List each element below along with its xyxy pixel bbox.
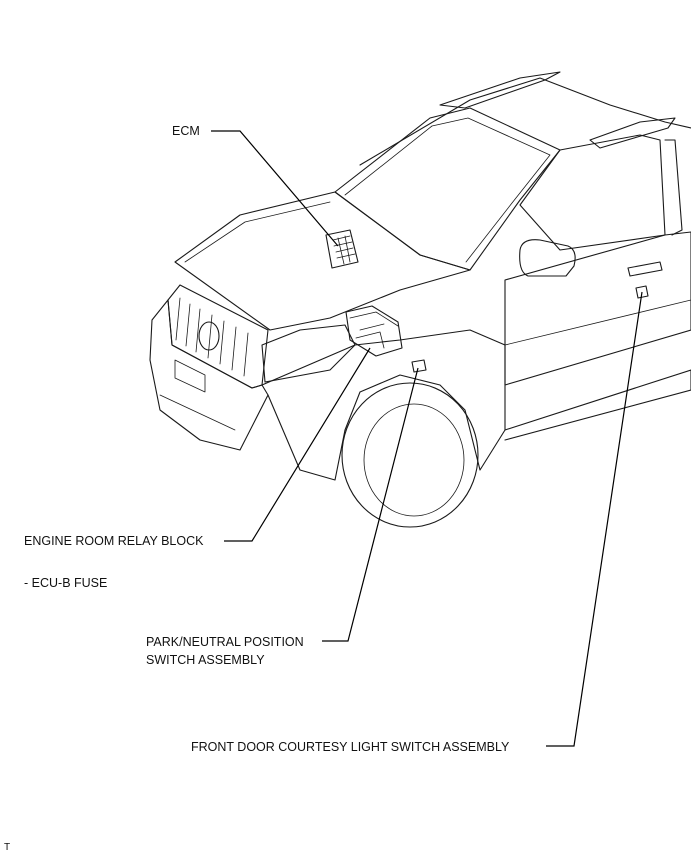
ecm-icon	[325, 229, 359, 269]
grille-outline	[167, 284, 269, 389]
side-window	[519, 134, 666, 251]
front-door-courtesy-label: FRONT DOOR COURTESY LIGHT SWITCH ASSEMBL…	[191, 740, 510, 754]
headlight	[261, 324, 356, 383]
door-panel	[504, 231, 691, 386]
park-neutral-label-line1: PARK/NEUTRAL POSITION	[146, 635, 304, 649]
ecm-label: ECM	[172, 124, 200, 138]
courtesy-switch-icon	[635, 285, 649, 299]
park-neutral-switch-icon	[411, 359, 427, 373]
ecm-leader	[211, 130, 339, 247]
front-fender	[261, 329, 506, 481]
corner-mark: T	[4, 842, 11, 853]
park-leader	[322, 367, 419, 642]
ecu-b-fuse-label: - ECU-B FUSE	[24, 576, 108, 590]
side-mirror	[519, 239, 576, 277]
roof-rail-left	[439, 71, 561, 109]
park-neutral-label-line2: SWITCH ASSEMBLY	[146, 653, 265, 667]
courtesy-leader	[546, 291, 643, 747]
windshield	[334, 107, 561, 271]
roof-rail-right	[589, 117, 676, 149]
door-handle	[627, 261, 663, 277]
relay-block-icon	[345, 305, 403, 357]
hood	[174, 191, 471, 331]
relay-leader	[224, 347, 371, 542]
roof-outline	[359, 77, 691, 166]
engine-room-relay-block-label: ENGINE ROOM RELAY BLOCK	[24, 534, 204, 548]
front-wheel	[341, 382, 479, 528]
